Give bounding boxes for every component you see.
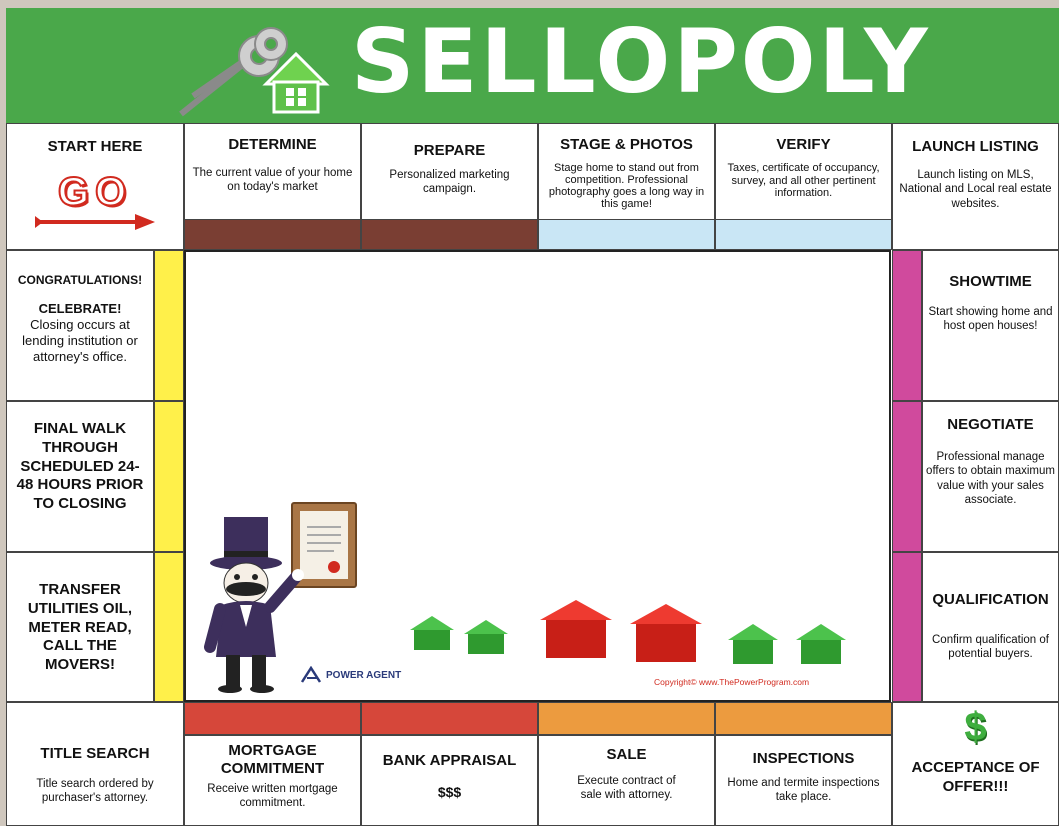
green-house-icon [796, 624, 846, 664]
space-title: SHOWTIME [949, 273, 1032, 290]
space-title: STAGE & PHOTOS [560, 136, 693, 153]
red-hotel-icon [540, 600, 612, 658]
space-title: LAUNCH LISTING [912, 138, 1039, 155]
space-acceptance-of-offer: $ ACCEPTANCE OF OFFER!!! [892, 702, 1059, 826]
board-center: POWER AGENT Copyright© www.ThePowerProgr… [184, 250, 891, 702]
space-showtime: SHOWTIME Start showing home and host ope… [922, 250, 1059, 401]
space-title: FINAL WALK THROUGH SCHEDULED 24-48 HOURS… [16, 420, 144, 512]
space-text: Start showing home and host open houses! [928, 306, 1053, 333]
space-text: Taxes, certificate of occupancy, survey,… [727, 162, 880, 200]
color-strip-brown [361, 219, 538, 250]
page-title: SELLOPOLY [351, 10, 931, 113]
red-hotel-icon [630, 604, 702, 662]
space-title: PREPARE [413, 142, 486, 159]
space-title: TRANSFER UTILITIES OIL, METER READ, CALL… [27, 581, 133, 673]
space-launch-listing: LAUNCH LISTING Launch listing on MLS, Na… [892, 123, 1059, 250]
arrow-right-icon [35, 214, 155, 230]
color-strip-yellow [154, 552, 184, 702]
space-mortgage-commitment: MORTGAGE COMMITMENT Receive written mort… [184, 735, 361, 826]
copyright-text: Copyright© www.ThePowerProgram.com [654, 677, 810, 687]
space-congratulations: CONGRATULATIONS! CELEBRATE! Closing occu… [6, 250, 154, 401]
power-agent-label: POWER AGENT [326, 669, 402, 681]
space-transfer-utilities: TRANSFER UTILITIES OIL, METER READ, CALL… [6, 552, 154, 702]
space-title: TITLE SEARCH [40, 745, 150, 762]
space-title: MORTGAGE COMMITMENT [220, 742, 325, 777]
space-bank-appraisal: BANK APPRAISAL $$$ [361, 735, 538, 826]
space-text: Execute contract of sale with attorney. [577, 775, 676, 802]
space-text: Confirm qualification of potential buyer… [932, 634, 1049, 661]
color-strip-lightblue [538, 219, 715, 250]
space-text: Closing occurs at lending institution or… [22, 316, 138, 365]
power-agent-logo: POWER AGENT [300, 666, 401, 684]
color-strip-magenta [892, 250, 922, 401]
space-text: Personalized marketing campaign. [389, 169, 510, 196]
space-title: BANK APPRAISAL [382, 752, 517, 769]
space-text: Stage home to stand out from competition… [548, 162, 705, 211]
color-strip-red [361, 702, 538, 735]
color-strip-red [184, 702, 361, 735]
space-text: The current value of your home on today'… [192, 167, 353, 194]
space-text: Receive written mortgage commitment. [207, 783, 338, 810]
space-title: ACCEPTANCE OF OFFER!!! [911, 759, 1040, 795]
space-title: VERIFY [776, 136, 831, 153]
color-strip-magenta [892, 401, 922, 552]
green-house-icon [464, 620, 508, 654]
space-qualification: QUALIFICATION Confirm qualification of p… [922, 552, 1059, 702]
space-final-walk-through: FINAL WALK THROUGH SCHEDULED 24-48 HOURS… [6, 401, 154, 552]
space-title: CONGRATULATIONS! [17, 273, 143, 287]
color-strip-lightblue [715, 219, 892, 250]
space-title: SALE [606, 746, 647, 763]
space-title: QUALIFICATION [932, 591, 1049, 608]
space-title-search: TITLE SEARCH Title search ordered by pur… [6, 702, 184, 826]
color-strip-orange [538, 702, 715, 735]
monopoly-man-illustration [204, 502, 357, 693]
space-prepare: PREPARE Personalized marketing campaign. [361, 123, 538, 250]
space-text: Launch listing on MLS, National and Loca… [899, 169, 1052, 210]
space-subtitle: CELEBRATE! [38, 301, 122, 317]
space-text: Professional manage offers to obtain max… [926, 451, 1055, 507]
house-keys-icon [179, 27, 330, 117]
color-strip-brown [184, 219, 361, 250]
green-house-icon [410, 616, 454, 650]
color-strip-yellow [154, 250, 184, 401]
color-strip-orange [715, 702, 892, 735]
space-sale: SALE Execute contract of sale with attor… [538, 735, 715, 826]
color-strip-magenta [892, 552, 922, 702]
space-inspections: INSPECTIONS Home and termite inspections… [715, 735, 892, 826]
space-title: INSPECTIONS [752, 750, 855, 767]
space-text: $$$ [437, 784, 462, 800]
space-title: NEGOTIATE [947, 416, 1034, 433]
space-title: START HERE [47, 138, 143, 155]
green-house-icon [728, 624, 778, 664]
space-title: DETERMINE [228, 136, 317, 153]
header-banner: SELLOPOLY [6, 8, 1059, 123]
space-start-here: START HERE GO [6, 123, 184, 250]
space-negotiate: NEGOTIATE Professional manage offers to … [922, 401, 1059, 552]
dollar-sign-icon: $ [964, 705, 987, 749]
power-agent-mark-icon [300, 666, 322, 683]
go-label: GO [57, 169, 133, 215]
color-strip-yellow [154, 401, 184, 552]
space-text: Home and termite inspections take place. [727, 777, 880, 804]
space-text: Title search ordered by purchaser's atto… [36, 778, 154, 805]
